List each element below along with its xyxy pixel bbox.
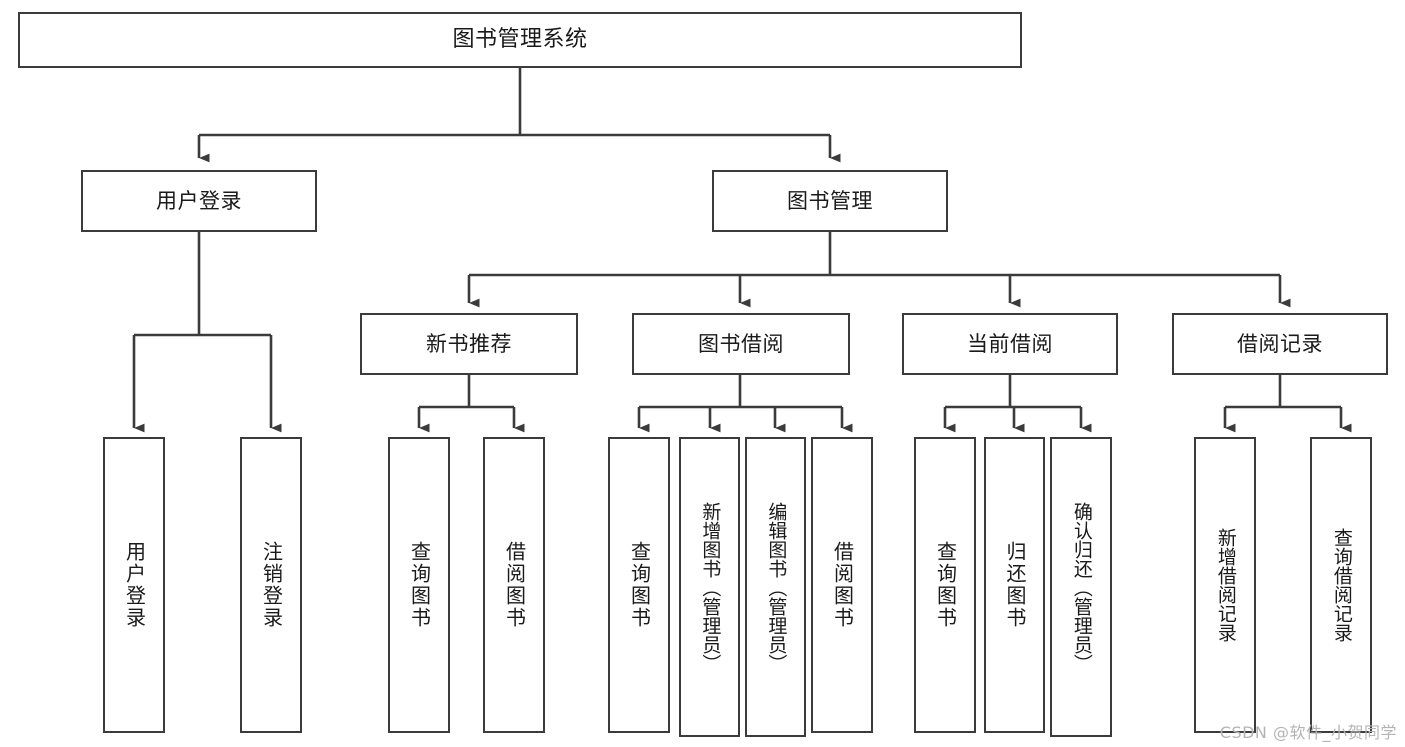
node-label: 归还图书: [1003, 541, 1027, 629]
leaf-current-query-book[interactable]: 查询图书: [914, 437, 976, 733]
node-label: 查询图书: [627, 541, 652, 629]
connector-userlogin-to-leaves: [132, 232, 282, 433]
leaf-user-login-login[interactable]: 用户登录: [103, 437, 165, 733]
leaf-borrow-query-book[interactable]: 查询图书: [608, 437, 670, 733]
node-book-borrow[interactable]: 图书借阅: [632, 313, 850, 375]
node-new-book-recommend[interactable]: 新书推荐: [360, 313, 578, 375]
node-label: 新增图书（管理员）: [699, 501, 722, 673]
leaf-newbook-borrow-book[interactable]: 借阅图书: [483, 437, 545, 733]
connector-record-to-leaves: [1223, 375, 1352, 433]
connector-root-to-level2: [197, 68, 841, 163]
node-label: 注销登录: [259, 541, 284, 629]
node-label: 用户登录: [122, 541, 147, 629]
leaf-record-query-borrow-record[interactable]: 查询借阅记录: [1310, 437, 1372, 733]
connector-bookmgmt-to-level3: [467, 232, 1291, 308]
connector-borrow-to-leaves: [637, 375, 853, 433]
node-label: 借阅记录: [1237, 331, 1323, 356]
connector-current-to-leaves: [943, 375, 1092, 433]
node-label: 当前借阅: [967, 331, 1053, 356]
node-label: 新书推荐: [426, 331, 512, 356]
node-label: 图书借阅: [698, 331, 784, 356]
node-label: 编辑图书（管理员）: [765, 501, 788, 673]
node-label: 图书管理: [787, 188, 873, 213]
node-label: 用户登录: [156, 188, 242, 213]
node-label: 图书管理系统: [452, 27, 588, 53]
node-label: 借阅图书: [830, 541, 855, 629]
leaf-current-return-book[interactable]: 归还图书: [984, 437, 1045, 733]
leaf-borrow-edit-book-admin[interactable]: 编辑图书（管理员）: [745, 437, 806, 737]
node-label: 新增借阅记录: [1214, 528, 1237, 642]
node-book-management[interactable]: 图书管理: [712, 170, 948, 232]
leaf-record-add-borrow-record[interactable]: 新增借阅记录: [1194, 437, 1256, 733]
node-label: 借阅图书: [502, 541, 527, 629]
node-user-login[interactable]: 用户登录: [81, 170, 317, 232]
leaf-current-confirm-return-admin[interactable]: 确认归还（管理员）: [1050, 437, 1112, 737]
node-current-borrow[interactable]: 当前借阅: [902, 313, 1118, 375]
leaf-borrow-borrow-book[interactable]: 借阅图书: [811, 437, 873, 733]
node-label: 查询图书: [933, 541, 958, 629]
node-label: 查询图书: [407, 541, 432, 629]
leaf-user-login-logout[interactable]: 注销登录: [240, 437, 302, 733]
watermark-csdn: CSDN @软件_小贺同学: [1219, 723, 1397, 742]
node-borrow-record[interactable]: 借阅记录: [1172, 313, 1388, 375]
node-root-library-system[interactable]: 图书管理系统: [18, 12, 1022, 68]
node-label: 确认归还（管理员）: [1070, 501, 1093, 673]
leaf-borrow-add-book-admin[interactable]: 新增图书（管理员）: [679, 437, 740, 737]
leaf-newbook-query-book[interactable]: 查询图书: [388, 437, 450, 733]
connector-newbook-to-leaves: [417, 375, 525, 433]
node-label: 查询借阅记录: [1330, 528, 1353, 642]
